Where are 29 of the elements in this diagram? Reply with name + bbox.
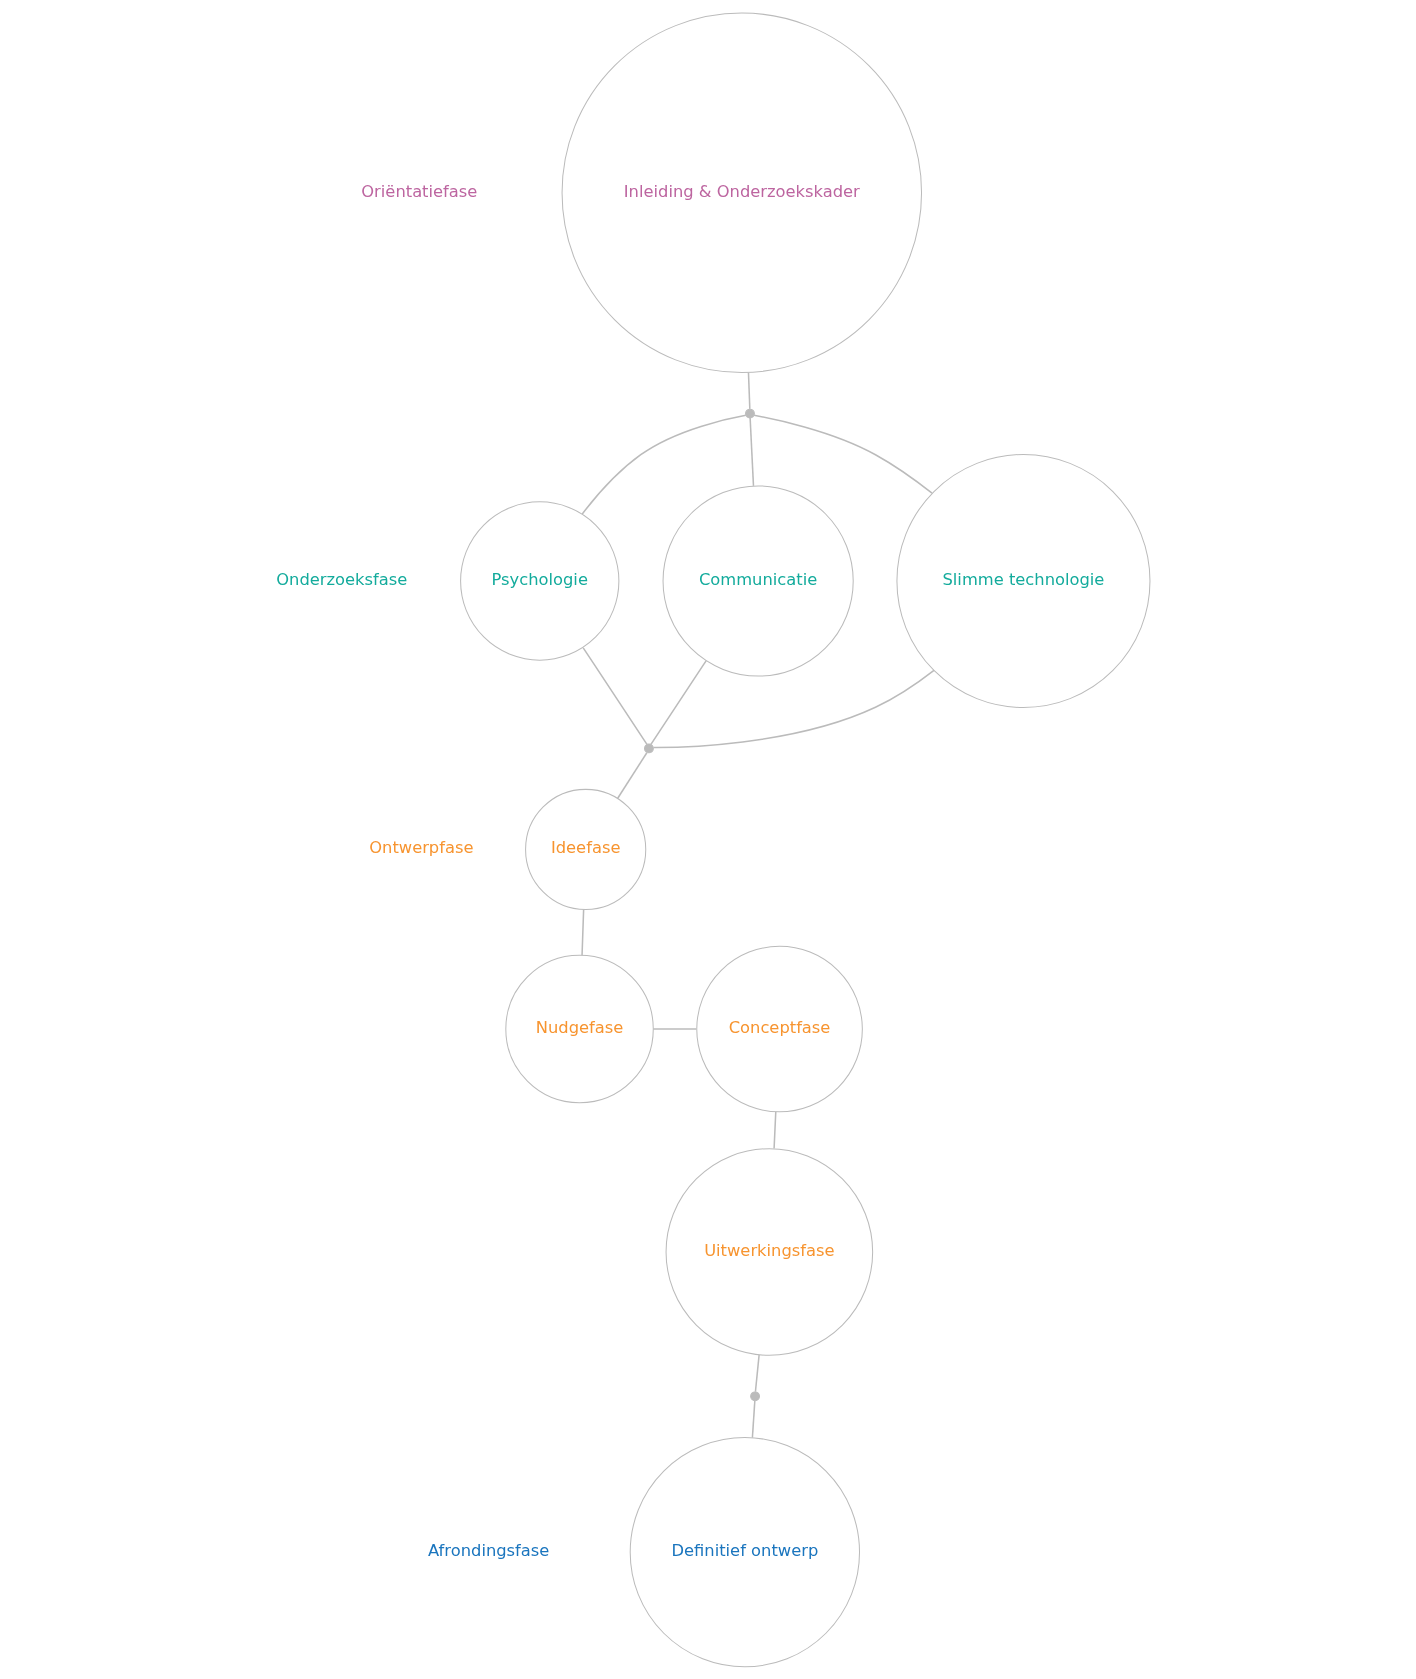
connector: [581, 414, 747, 515]
connector: [752, 414, 933, 494]
node-circle: [749, 1390, 760, 1401]
connector: [754, 1353, 760, 1393]
node-circle: Ideefase: [524, 788, 646, 910]
connector: [581, 646, 648, 745]
connector: [580, 908, 584, 956]
connector: [652, 1027, 697, 1030]
label: Ontwerpfase: [368, 837, 474, 857]
connector: [772, 1110, 777, 1149]
label: Onderzoeksfase: [275, 569, 407, 589]
node-circle: Definitief ontwerp: [629, 1436, 860, 1667]
node-circle: Conceptfase: [695, 945, 863, 1112]
connector: [652, 669, 935, 748]
node-circle: [744, 408, 755, 418]
connector: [751, 1399, 756, 1438]
label: Oriëntatiefase: [360, 181, 477, 201]
connector: [649, 659, 707, 745]
label: Afrondingsfase: [427, 1540, 549, 1560]
connector: [616, 751, 648, 799]
node-circle: Uitwerkingsfase: [665, 1147, 873, 1356]
node-circle: Slimme technologie: [895, 453, 1150, 708]
node-circle: Psychologie: [459, 500, 619, 661]
node-circle: Communicatie: [662, 484, 854, 677]
connector: [748, 416, 754, 487]
node-circle: Nudgefase: [504, 954, 654, 1103]
connector: [747, 371, 751, 410]
node-circle: [643, 743, 654, 753]
node-circle: Inleiding & Onderzoekskader: [561, 12, 922, 373]
